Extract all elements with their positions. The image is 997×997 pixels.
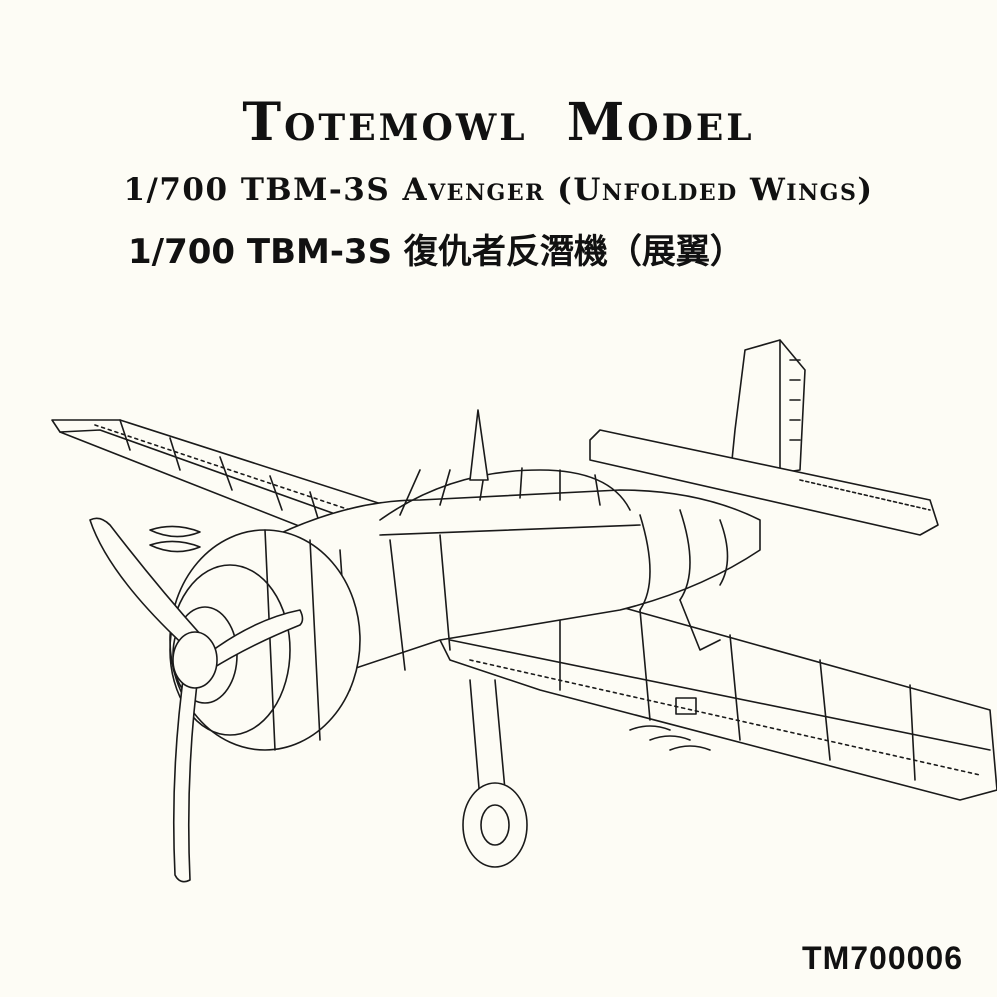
left-wing [52,420,400,552]
product-title-chinese: 1/700 TBM-3S 復仇者反潛機（展翼） [128,232,744,272]
fuselage [230,410,760,700]
tail-section [590,340,938,535]
right-wing [430,590,997,800]
product-title-english: 1/700 TBM-3S Avenger (Unfolded Wings) [123,172,874,208]
landing-gear [463,600,720,867]
product-code: TM700006 [802,940,963,976]
propeller [90,518,303,881]
aircraft-illustration [0,320,997,920]
brand-title: Totemowl Model [242,92,755,153]
